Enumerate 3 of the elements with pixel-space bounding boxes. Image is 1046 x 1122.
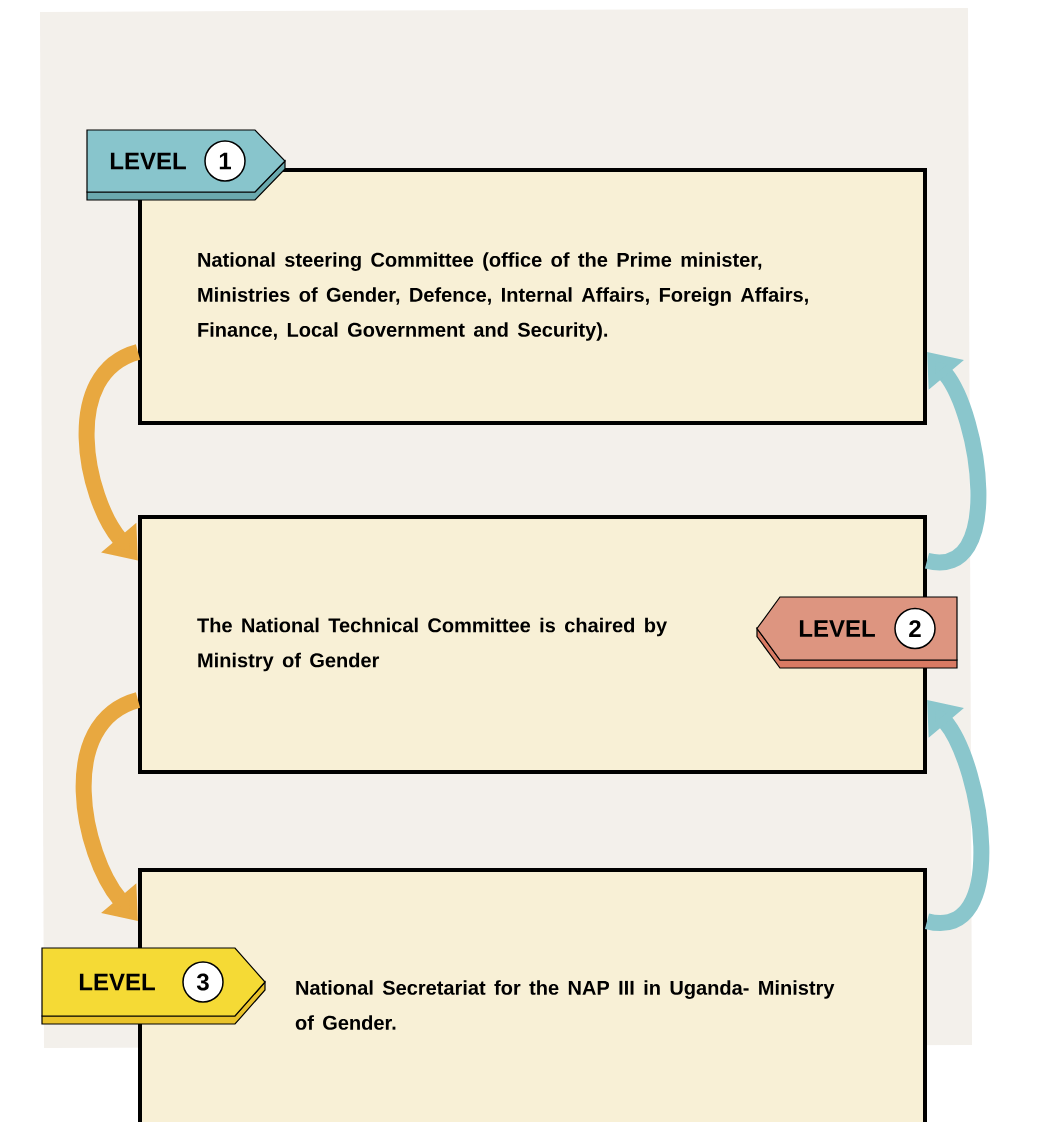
level-tag: LEVEL 2 xyxy=(756,596,958,669)
level-tag: LEVEL 1 xyxy=(86,129,286,201)
level-tag: LEVEL 3 xyxy=(41,947,266,1025)
